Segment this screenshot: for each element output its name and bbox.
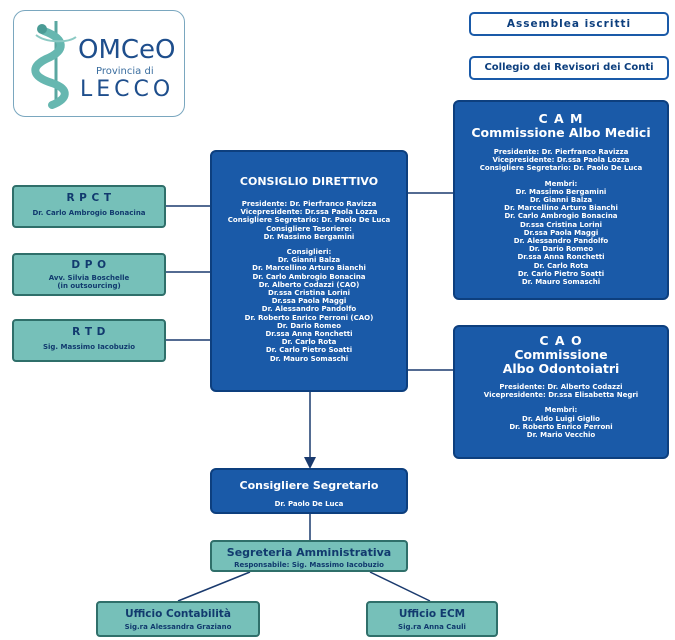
dpo-box: D P O Avv. Silvia Boschelle (in outsourc…: [12, 253, 166, 296]
cao-member: Dr. Aldo Luigi Giglio: [522, 414, 600, 423]
ecm-name: Sig.ra Anna Cauli: [398, 623, 466, 631]
dpo-note: (in outsourcing): [57, 282, 121, 291]
cam-member: Dr. Carlo Rota: [533, 261, 589, 270]
logo-subtitle: Provincia di: [96, 66, 154, 77]
cao-officer: Vicepresidente: Dr.ssa Elisabetta Negri: [483, 391, 639, 400]
cam-member: Dr. Dario Romeo: [528, 245, 594, 254]
consiglio-member: Dr. Carlo Rota: [281, 338, 337, 347]
segreteria-amministrativa-box: Segreteria Amministrativa Responsabile: …: [210, 540, 408, 572]
consiglio-officer: Presidente: Dr. Pierfranco Ravizza: [241, 200, 377, 208]
cam-member: Dr. Massimo Bergamini: [515, 187, 607, 196]
cao-title-line3: Albo Odontoiatri: [502, 361, 620, 376]
logo-city: LECCO: [80, 77, 175, 102]
cao-officer: Presidente: Dr. Alberto Codazzi: [499, 383, 623, 391]
consiglio-member: Dr. Marcellino Arturo Bianchi: [252, 264, 366, 273]
assemblea-iscritti-box: Assemblea iscritti: [469, 12, 669, 36]
consiglio-member: Dr.ssa Paola Maggi: [271, 297, 347, 306]
cao-box: C A O Commissione Albo Odontoiatri Presi…: [453, 325, 669, 459]
consiglio-member: Dr. Carlo Pietro Soatti: [265, 346, 353, 355]
cam-member: Dr. Carlo Pietro Soatti: [517, 269, 605, 278]
consiglio-officer: Consigliere Segretario: Dr. Paolo De Luc…: [227, 216, 391, 225]
cam-officer: Vicepresidente: Dr.ssa Paola Lozza: [492, 156, 630, 165]
consiglio-member: Dr.ssa Cristina Lorini: [268, 289, 350, 298]
connector-contabilita: [177, 571, 251, 602]
segretario-name: Dr. Paolo De Luca: [274, 500, 344, 508]
consiglio-member: Dr. Roberto Enrico Perroni (CAO): [244, 313, 374, 322]
rpct-box: R P C T Dr. Carlo Ambrogio Bonacina: [12, 185, 166, 228]
ufficio-contabilita-box: Ufficio Contabilità Sig.ra Alessandra Gr…: [96, 601, 260, 637]
consiglio-member: Dr. Dario Romeo: [276, 321, 342, 330]
cam-members-label: Membri:: [544, 179, 578, 188]
dpo-name: Avv. Silvia Boschelle: [48, 274, 130, 282]
consiglio-title: CONSIGLIO DIRETTIVO: [239, 175, 379, 188]
cam-box: C A M Commissione Albo Medici Presidente…: [453, 100, 669, 300]
rtd-name: Sig. Massimo Iacobuzio: [42, 343, 136, 351]
cam-member: Dr. Mauro Somaschi: [521, 278, 601, 287]
cam-member: Dr. Alessandro Pandolfo: [513, 237, 609, 246]
consigliere-segretario-box: Consigliere Segretario Dr. Paolo De Luca: [210, 468, 408, 514]
consiglio-member: Dr.ssa Anna Ronchetti: [265, 330, 353, 339]
cam-title-short: C A M: [538, 111, 584, 126]
consiglio-officer: Dr. Massimo Bergamini: [263, 232, 355, 241]
cam-member: Dr.ssa Anna Ronchetti: [517, 253, 605, 262]
caduceus-icon: [31, 21, 77, 109]
cao-title-line2: Commissione: [514, 347, 608, 362]
segreteria-title: Segreteria Amministrativa: [226, 546, 392, 559]
segretario-title: Consigliere Segretario: [239, 479, 379, 492]
cam-member: Dr. Marcellino Arturo Bianchi: [504, 204, 618, 213]
consiglio-member: Dr. Alessandro Pandolfo: [261, 305, 357, 314]
cam-member: Dr. Carlo Ambrogio Bonacina: [504, 212, 618, 221]
cam-member: Dr.ssa Paola Maggi: [523, 228, 599, 237]
dpo-title: D P O: [71, 259, 107, 271]
consiglio-member: Dr. Mauro Somaschi: [269, 354, 349, 363]
cam-title-long: Commissione Albo Medici: [471, 125, 651, 140]
cao-member: Dr. Mario Vecchio: [526, 431, 596, 440]
connector-ecm: [369, 571, 431, 602]
cao-members-label: Membri:: [544, 406, 578, 415]
collegio-revisori-box: Collegio dei Revisori dei Conti: [469, 56, 669, 80]
cao-member: Dr. Roberto Enrico Perroni: [509, 422, 613, 431]
cam-member: Dr.ssa Cristina Lorini: [520, 220, 602, 229]
consiglio-officer: Vicepresidente: Dr.ssa Paola Lozza: [240, 208, 378, 217]
logo-title: OMCeO: [78, 35, 176, 65]
rtd-box: R T D Sig. Massimo Iacobuzio: [12, 319, 166, 362]
assemblea-iscritti-label: Assemblea iscritti: [506, 18, 632, 30]
rpct-title: R P C T: [66, 192, 112, 204]
consiglio-direttivo-box: CONSIGLIO DIRETTIVO Presidente: Dr. Pier…: [210, 150, 408, 392]
cam-member: Dr. Gianni Balza: [529, 196, 593, 205]
consiglio-members-label: Consiglieri:: [286, 248, 332, 257]
cam-officer: Presidente: Dr. Pierfranco Ravizza: [493, 148, 629, 156]
consiglio-officer: Consigliere Tesoriere:: [266, 224, 352, 233]
consiglio-member: Dr. Carlo Ambrogio Bonacina: [252, 272, 366, 281]
rpct-name: Dr. Carlo Ambrogio Bonacina: [32, 209, 146, 217]
contabilita-name: Sig.ra Alessandra Graziano: [124, 623, 232, 631]
cao-title-short: C A O: [539, 333, 583, 348]
ufficio-ecm-box: Ufficio ECM Sig.ra Anna Cauli: [366, 601, 498, 637]
collegio-revisori-label: Collegio dei Revisori dei Conti: [484, 62, 654, 73]
contabilita-title: Ufficio Contabilità: [125, 608, 231, 620]
omceo-logo: OMCeO Provincia di LECCO: [13, 10, 185, 117]
consiglio-member: Dr. Alberto Codazzi (CAO): [258, 280, 360, 289]
ecm-title: Ufficio ECM: [398, 608, 466, 620]
cam-officer: Consigliere Segretario: Dr. Paolo De Luc…: [479, 164, 643, 173]
segreteria-responsabile: Responsabile: Sig. Massimo Iacobuzio: [234, 561, 384, 569]
rtd-title: R T D: [72, 326, 106, 338]
consiglio-member: Dr. Gianni Balza: [277, 256, 341, 265]
